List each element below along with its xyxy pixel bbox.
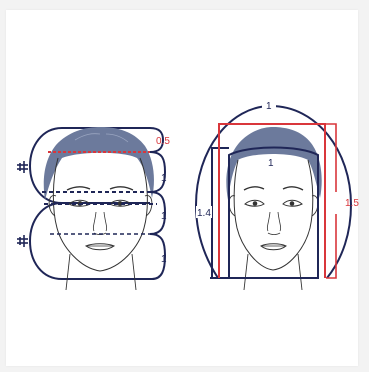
label-segment-3: 1 [161, 254, 167, 265]
label-segment-1: 1 [161, 173, 167, 184]
label-inner-width: 1 [268, 158, 274, 169]
label-segment-2: 1 [161, 211, 167, 222]
equal-mark-icon [17, 161, 28, 173]
left-face-diagram: 0.5 1 1 1 [17, 127, 170, 290]
bracket-1-5 [325, 124, 336, 278]
eyebrow-left [67, 187, 90, 190]
eyebrow-right [110, 187, 133, 190]
label-height-1-4: 1.4 [197, 208, 211, 219]
equal-mark-icon [17, 235, 28, 247]
mouth [86, 244, 114, 250]
nose [93, 212, 106, 235]
face-outline [234, 160, 313, 270]
label-top-segment: 0.5 [156, 136, 170, 147]
label-height-1-5: 1.5 [345, 198, 359, 209]
face-width-rect [210, 148, 318, 279]
right-face-diagram: 1 1 1.4 1.5 [196, 99, 359, 290]
label-arc-width: 1 [266, 101, 272, 112]
face-outline [53, 158, 147, 271]
bracket-1-4 [212, 148, 229, 278]
hair-shape [44, 127, 154, 200]
